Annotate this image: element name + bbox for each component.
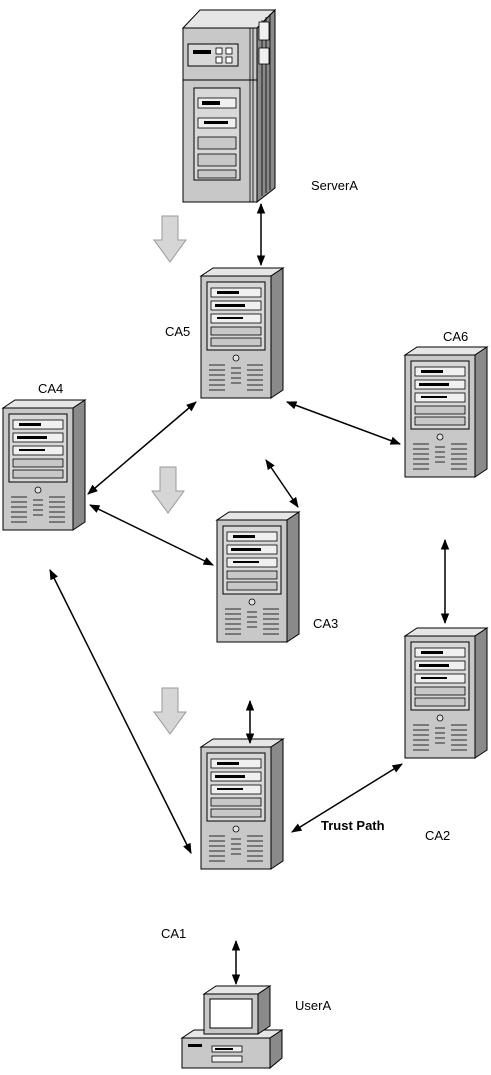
ca3-server-icon: [216, 511, 300, 643]
user-a-label: UserA: [295, 998, 331, 1013]
ca6-node: CA6: [404, 329, 488, 478]
ca6-label: CA6: [443, 329, 468, 344]
flow-arrow-2: [151, 466, 185, 514]
ca4-node: CA4: [2, 381, 86, 531]
ca3-label: CA3: [313, 616, 338, 631]
ca1-server-icon: [200, 738, 284, 870]
desktop-computer-icon: [180, 985, 284, 1070]
ca3-node: CA3: [216, 511, 338, 643]
edge-ca5-ca3: [265, 459, 299, 508]
server-a-node: ServerA: [181, 8, 358, 204]
ca2-node: CA2: [404, 627, 488, 843]
edge-ca5-ca4: [87, 401, 197, 495]
ca4-server-icon: [2, 399, 86, 531]
ca2-server-icon: [404, 627, 488, 759]
ca1-node: CA1: [161, 738, 284, 941]
flow-arrow-1: [153, 215, 187, 263]
ca4-label: CA4: [38, 381, 63, 396]
ca1-label: CA1: [161, 926, 186, 941]
ca5-label: CA5: [165, 324, 190, 339]
ca2-label: CA2: [425, 828, 450, 843]
flow-arrow-3: [153, 687, 187, 735]
edge-ca4-ca1: [49, 569, 192, 854]
ca5-node: CA5: [165, 267, 284, 399]
user-a-node: UserA: [180, 985, 331, 1070]
ca5-server-icon: [200, 267, 284, 399]
edge-ca4-ca3: [89, 504, 214, 566]
trust-path-label: Trust Path: [321, 818, 385, 833]
edge-ca5-ca6: [286, 401, 401, 445]
mainframe-server-icon: [181, 8, 277, 204]
edge-ca2-ca1: [291, 763, 403, 833]
server-a-label: ServerA: [311, 178, 358, 193]
ca6-server-icon: [404, 346, 488, 478]
